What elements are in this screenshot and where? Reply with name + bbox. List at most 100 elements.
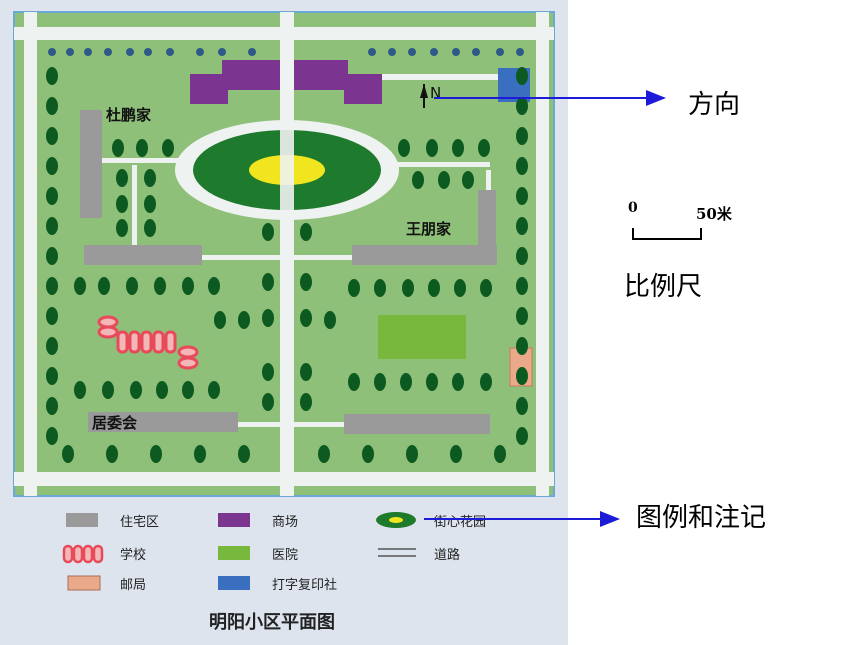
tree bbox=[374, 279, 386, 297]
tree bbox=[516, 67, 528, 85]
tree bbox=[208, 381, 220, 399]
tree bbox=[318, 445, 330, 463]
annotation-legend-note: 图例和注记 bbox=[636, 503, 767, 533]
tree bbox=[182, 381, 194, 399]
annotation-scale: 比例尺 bbox=[624, 272, 703, 302]
street-garden bbox=[175, 120, 399, 220]
tree bbox=[516, 367, 528, 385]
tree bbox=[452, 373, 464, 391]
legend-post: 邮局 bbox=[120, 578, 146, 593]
tree bbox=[46, 367, 58, 385]
tree bbox=[46, 307, 58, 325]
tree bbox=[348, 373, 360, 391]
tree bbox=[438, 171, 450, 189]
scale-max: 50米 bbox=[696, 205, 732, 223]
tree bbox=[214, 311, 226, 329]
tree bbox=[74, 277, 86, 295]
tree bbox=[454, 279, 466, 297]
tree bbox=[116, 195, 128, 213]
tree bbox=[262, 223, 274, 241]
tree bbox=[46, 247, 58, 265]
tree bbox=[208, 277, 220, 295]
shrub bbox=[472, 48, 480, 56]
legend-garden: 街心花园 bbox=[434, 514, 486, 530]
tree bbox=[46, 397, 58, 415]
legend-print: 打字复印社 bbox=[272, 577, 337, 593]
tree bbox=[144, 169, 156, 187]
tree bbox=[374, 373, 386, 391]
tree bbox=[428, 279, 440, 297]
tree bbox=[154, 277, 166, 295]
tree bbox=[162, 139, 174, 157]
tree bbox=[136, 139, 148, 157]
tree bbox=[480, 279, 492, 297]
annotation-direction: 方向 bbox=[688, 90, 741, 120]
tree bbox=[46, 337, 58, 355]
tree bbox=[156, 381, 168, 399]
tree bbox=[450, 445, 462, 463]
shrub bbox=[388, 48, 396, 56]
tree bbox=[516, 277, 528, 295]
tree bbox=[452, 139, 464, 157]
tree bbox=[516, 397, 528, 415]
tree bbox=[46, 157, 58, 175]
tree bbox=[300, 363, 312, 381]
mall-building bbox=[190, 60, 382, 104]
legend-residential: 住宅区 bbox=[120, 515, 159, 530]
tree bbox=[46, 97, 58, 115]
tree bbox=[116, 169, 128, 187]
tree bbox=[426, 373, 438, 391]
shrub bbox=[218, 48, 226, 56]
tree bbox=[462, 171, 474, 189]
tree bbox=[494, 445, 506, 463]
shrub bbox=[248, 48, 256, 56]
tree bbox=[116, 219, 128, 237]
shrub bbox=[496, 48, 504, 56]
legend-hospital: 医院 bbox=[272, 548, 298, 563]
legend-school: 学校 bbox=[120, 547, 146, 563]
tree bbox=[194, 445, 206, 463]
legend-mall: 商场 bbox=[272, 515, 298, 530]
tree bbox=[516, 157, 528, 175]
tree bbox=[398, 139, 410, 157]
tree bbox=[102, 381, 114, 399]
tree bbox=[46, 277, 58, 295]
tree bbox=[238, 445, 250, 463]
shrub bbox=[196, 48, 204, 56]
tree bbox=[516, 217, 528, 235]
shrub bbox=[408, 48, 416, 56]
tree bbox=[46, 127, 58, 145]
tree bbox=[300, 309, 312, 327]
shrub bbox=[166, 48, 174, 56]
tree bbox=[46, 427, 58, 445]
shrub bbox=[144, 48, 152, 56]
shrub bbox=[516, 48, 524, 56]
tree bbox=[46, 217, 58, 235]
tree bbox=[46, 67, 58, 85]
shrub bbox=[48, 48, 56, 56]
tree bbox=[402, 279, 414, 297]
tree bbox=[262, 393, 274, 411]
school bbox=[97, 315, 199, 370]
tree bbox=[362, 445, 374, 463]
legend-road: 道路 bbox=[434, 547, 460, 563]
tree bbox=[412, 171, 424, 189]
tree bbox=[406, 445, 418, 463]
tree bbox=[126, 277, 138, 295]
tree bbox=[262, 309, 274, 327]
label-du-home: 杜鹏家 bbox=[106, 106, 151, 124]
north-arrow bbox=[420, 84, 428, 108]
road-network bbox=[14, 12, 554, 496]
residential-blocks bbox=[80, 110, 497, 434]
tree bbox=[300, 393, 312, 411]
tree bbox=[182, 277, 194, 295]
tree bbox=[516, 337, 528, 355]
tree bbox=[400, 373, 412, 391]
tree bbox=[516, 247, 528, 265]
shrub bbox=[368, 48, 376, 56]
tree bbox=[74, 381, 86, 399]
label-committee: 居委会 bbox=[92, 414, 137, 432]
trees bbox=[46, 48, 528, 463]
tree bbox=[516, 307, 528, 325]
